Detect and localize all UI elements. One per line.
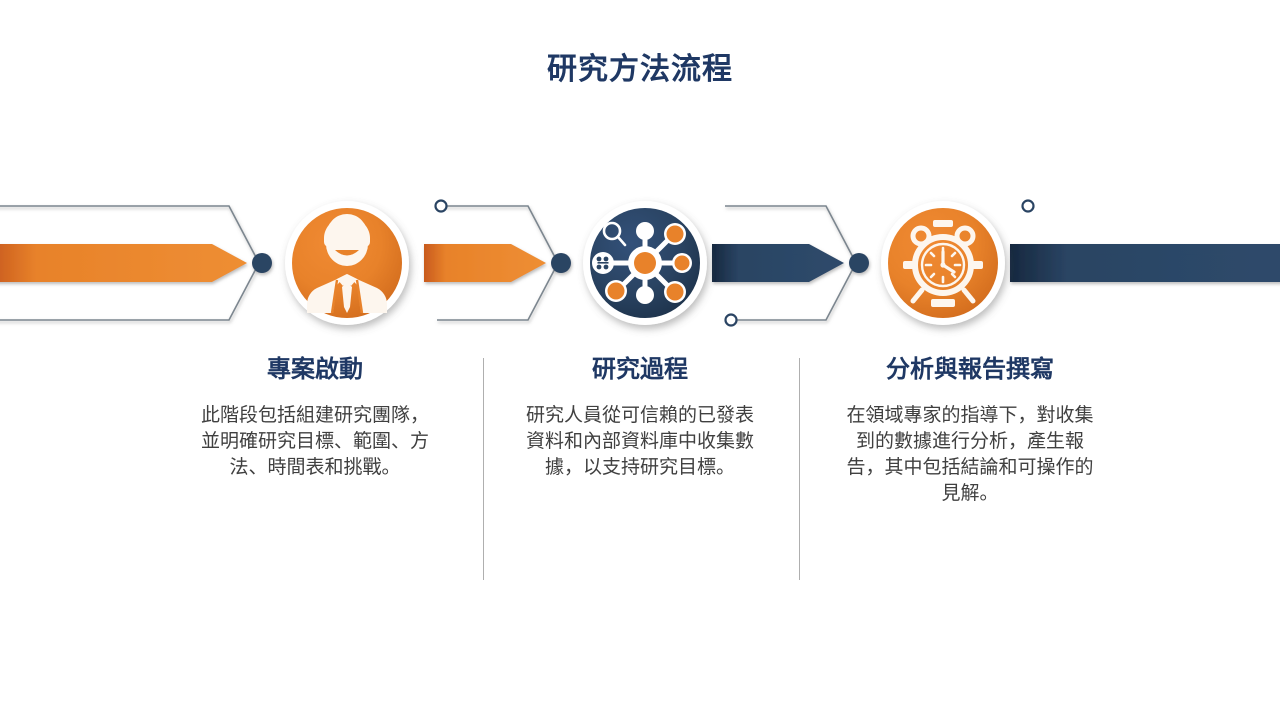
stage-2-heading: 研究過程 (592, 356, 688, 383)
stage-1-body: 此階段包括組建研究團隊，並明確研究目標、範圍、方法、時間表和挑戰。 (200, 405, 429, 478)
column-divider-1 (483, 358, 484, 580)
alarm-clock-icon (903, 220, 983, 307)
stage-descriptions: 專案啟動 此階段包括組建研究團隊，並明確研究目標、範圍、方法、時間表和挑戰。 研… (0, 355, 1280, 590)
stage-column-3: 分析與報告撰寫 在領域專家的指導下，對收集到的數據進行分析，產生報告，其中包括結… (820, 355, 1120, 507)
magnifier-icon (602, 221, 627, 247)
connector-4-marker-dot (1021, 199, 1035, 213)
page-title: 研究方法流程 (547, 53, 733, 86)
data-gear-icon (592, 252, 614, 274)
connector-3 (712, 205, 869, 327)
network-hub-research-icon (592, 221, 692, 304)
process-flow-diagram (0, 190, 1280, 340)
stage-column-1: 專案啟動 此階段包括組建研究團隊，並明確研究目標、範圍、方法、時間表和挑戰。 (165, 355, 465, 481)
node-1[interactable] (285, 201, 409, 325)
stage-2-body: 研究人員從可信賴的已發表資料和內部資料庫中收集數據，以支持研究目標。 (526, 405, 755, 478)
connector-4 (1010, 199, 1280, 321)
stage-3-body: 在領域專家的指導下，對收集到的數據進行分析，產生報告，其中包括結論和可操作的見解… (846, 405, 1094, 504)
stage-3-heading: 分析與報告撰寫 (886, 357, 1054, 383)
node-3[interactable] (881, 201, 1005, 325)
connector-1 (0, 205, 272, 321)
connector-2 (424, 199, 571, 321)
suit-lapel-lines (330, 279, 364, 314)
connector-3-marker-dot (724, 313, 738, 327)
stage-1-heading: 專案啟動 (267, 356, 363, 383)
node-2[interactable] (583, 201, 707, 325)
column-divider-2 (799, 358, 800, 580)
connector-2-marker-dot (434, 199, 448, 213)
stage-column-2: 研究過程 研究人員從可信賴的已發表資料和內部資料庫中收集數據，以支持研究目標。 (490, 355, 790, 481)
